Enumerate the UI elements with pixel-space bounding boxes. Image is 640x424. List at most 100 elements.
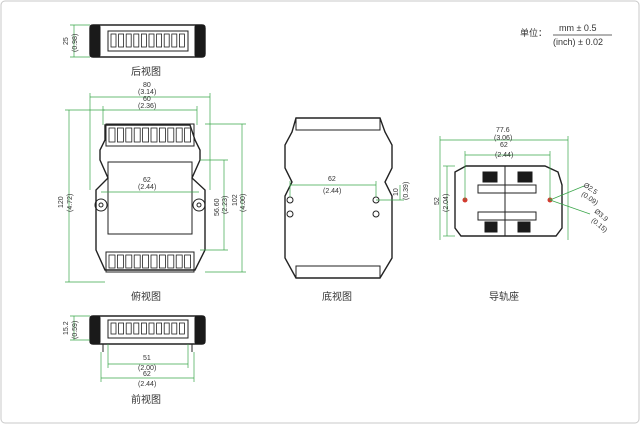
terminal-pin (156, 33, 163, 48)
unit-label: 单位： (520, 27, 547, 38)
top-view-title: 俯视图 (131, 290, 161, 303)
terminal-pin (125, 254, 133, 269)
rail-776-in: (3.06) (494, 135, 512, 142)
rail-clip-right-bottom (517, 221, 531, 233)
rail-upper-slot (477, 184, 537, 194)
top-center-panel (107, 161, 193, 235)
rail-52-mm: 52 (434, 197, 441, 205)
unit-metric: mm ± 0.5 (559, 23, 596, 33)
top-60-in: (2.36) (138, 103, 156, 110)
bottom-10-mm: 10 (393, 188, 400, 196)
top-80-in: (3.14) (138, 89, 156, 96)
rail-leader-large (549, 199, 591, 215)
bottom-view: 62 (2.44) 10 (0.39) 底视图 (284, 117, 410, 303)
terminal-pin (142, 254, 150, 269)
terminal-pin (133, 33, 140, 48)
rear-left-cap (89, 24, 101, 58)
terminal-pin (158, 127, 166, 143)
terminal-pin (163, 33, 170, 48)
top-view: 80 (3.14) 60 (2.36) 62 (2.44) 120 (4.72)… (58, 82, 247, 303)
top-body (95, 124, 206, 271)
terminal-pin (125, 127, 133, 143)
terminal-pin (163, 322, 170, 335)
rail-clip-left-top (482, 171, 498, 183)
terminal-pin (171, 33, 178, 48)
terminal-pin (175, 127, 183, 143)
terminal-pin (167, 127, 175, 143)
front-terminal-pins (110, 322, 185, 335)
rail-52-in: (2.04) (443, 194, 450, 212)
terminal-pin (148, 322, 155, 335)
terminal-pin (184, 127, 192, 143)
rear-view: 25 (0.98) 后视图 (63, 24, 206, 78)
top-80-mm: 80 (143, 82, 151, 89)
bottom-body (284, 117, 393, 279)
bottom-62-in: (2.44) (323, 188, 341, 195)
top-5660-in: (2.23) (222, 196, 229, 214)
rail-view-title: 导轨座 (489, 290, 519, 303)
unit-imperial: (inch) ± 0.02 (553, 37, 603, 47)
terminal-pin (140, 33, 147, 48)
rear-terminal-block (107, 30, 189, 52)
bottom-bottom-rail (295, 265, 381, 279)
top-lower-pins (108, 254, 192, 269)
terminal-pin (167, 254, 175, 269)
rail-lower-slot (477, 211, 537, 221)
top-62-mm: 62 (143, 177, 151, 184)
top-upper-terminal (105, 123, 195, 147)
bottom-10-in: (0.39) (403, 182, 410, 200)
front-51-in: (2.00) (138, 365, 156, 372)
rear-right-cap (194, 24, 206, 58)
unit-legend: 单位： mm ± 0.5 (inch) ± 0.02 (520, 23, 612, 47)
rail-776-mm: 77.6 (496, 127, 510, 134)
terminal-pin (110, 322, 117, 335)
terminal-pin (150, 127, 158, 143)
top-right-mount-hole (192, 198, 206, 212)
terminal-pin (133, 322, 140, 335)
front-right-cap (194, 315, 206, 345)
front-left-cap (89, 315, 101, 345)
terminal-pin (140, 322, 147, 335)
rear-height-in: (0.98) (72, 34, 79, 52)
rear-height-mm: 25 (63, 37, 70, 45)
rear-view-title: 后视图 (131, 65, 161, 78)
top-upper-pins (108, 127, 192, 143)
terminal-pin (108, 254, 116, 269)
terminal-pin (158, 254, 166, 269)
rail-body (454, 165, 563, 237)
top-60-mm: 60 (143, 96, 151, 103)
rail-clip-right-top (517, 171, 533, 183)
front-height-mm: 15.2 (63, 321, 70, 335)
top-102-mm: 102 (232, 194, 239, 206)
front-view: 15.2 (0.59) 51 (2.00) 62 (2.44) 前视图 (63, 315, 206, 406)
terminal-pin (142, 127, 150, 143)
bottom-view-title: 底视图 (322, 290, 352, 303)
terminal-pin (171, 322, 178, 335)
rail-clip-left-bottom (484, 221, 498, 233)
front-62-mm: 62 (143, 371, 151, 378)
terminal-pin (117, 254, 124, 269)
top-left-mount-hole-core (98, 202, 104, 208)
bottom-hole-bottom-left (286, 210, 294, 218)
rear-terminal-pins (110, 33, 185, 48)
terminal-pin (156, 322, 163, 335)
terminal-pin (178, 322, 185, 335)
rail-62-in: (2.44) (495, 152, 513, 159)
terminal-pin (178, 33, 185, 48)
top-left-mount-hole (94, 198, 108, 212)
terminal-pin (110, 33, 117, 48)
top-120-in: (4.72) (67, 194, 74, 212)
front-51-mm: 51 (143, 355, 151, 362)
terminal-pin (125, 33, 132, 48)
terminal-pin (125, 322, 132, 335)
rail-62-mm: 62 (500, 142, 508, 149)
top-right-mount-hole-core (196, 202, 202, 208)
rail-leader-small (549, 185, 585, 201)
terminal-pin (148, 33, 155, 48)
terminal-pin (118, 33, 124, 48)
front-view-title: 前视图 (131, 393, 161, 406)
terminal-pin (108, 127, 116, 143)
